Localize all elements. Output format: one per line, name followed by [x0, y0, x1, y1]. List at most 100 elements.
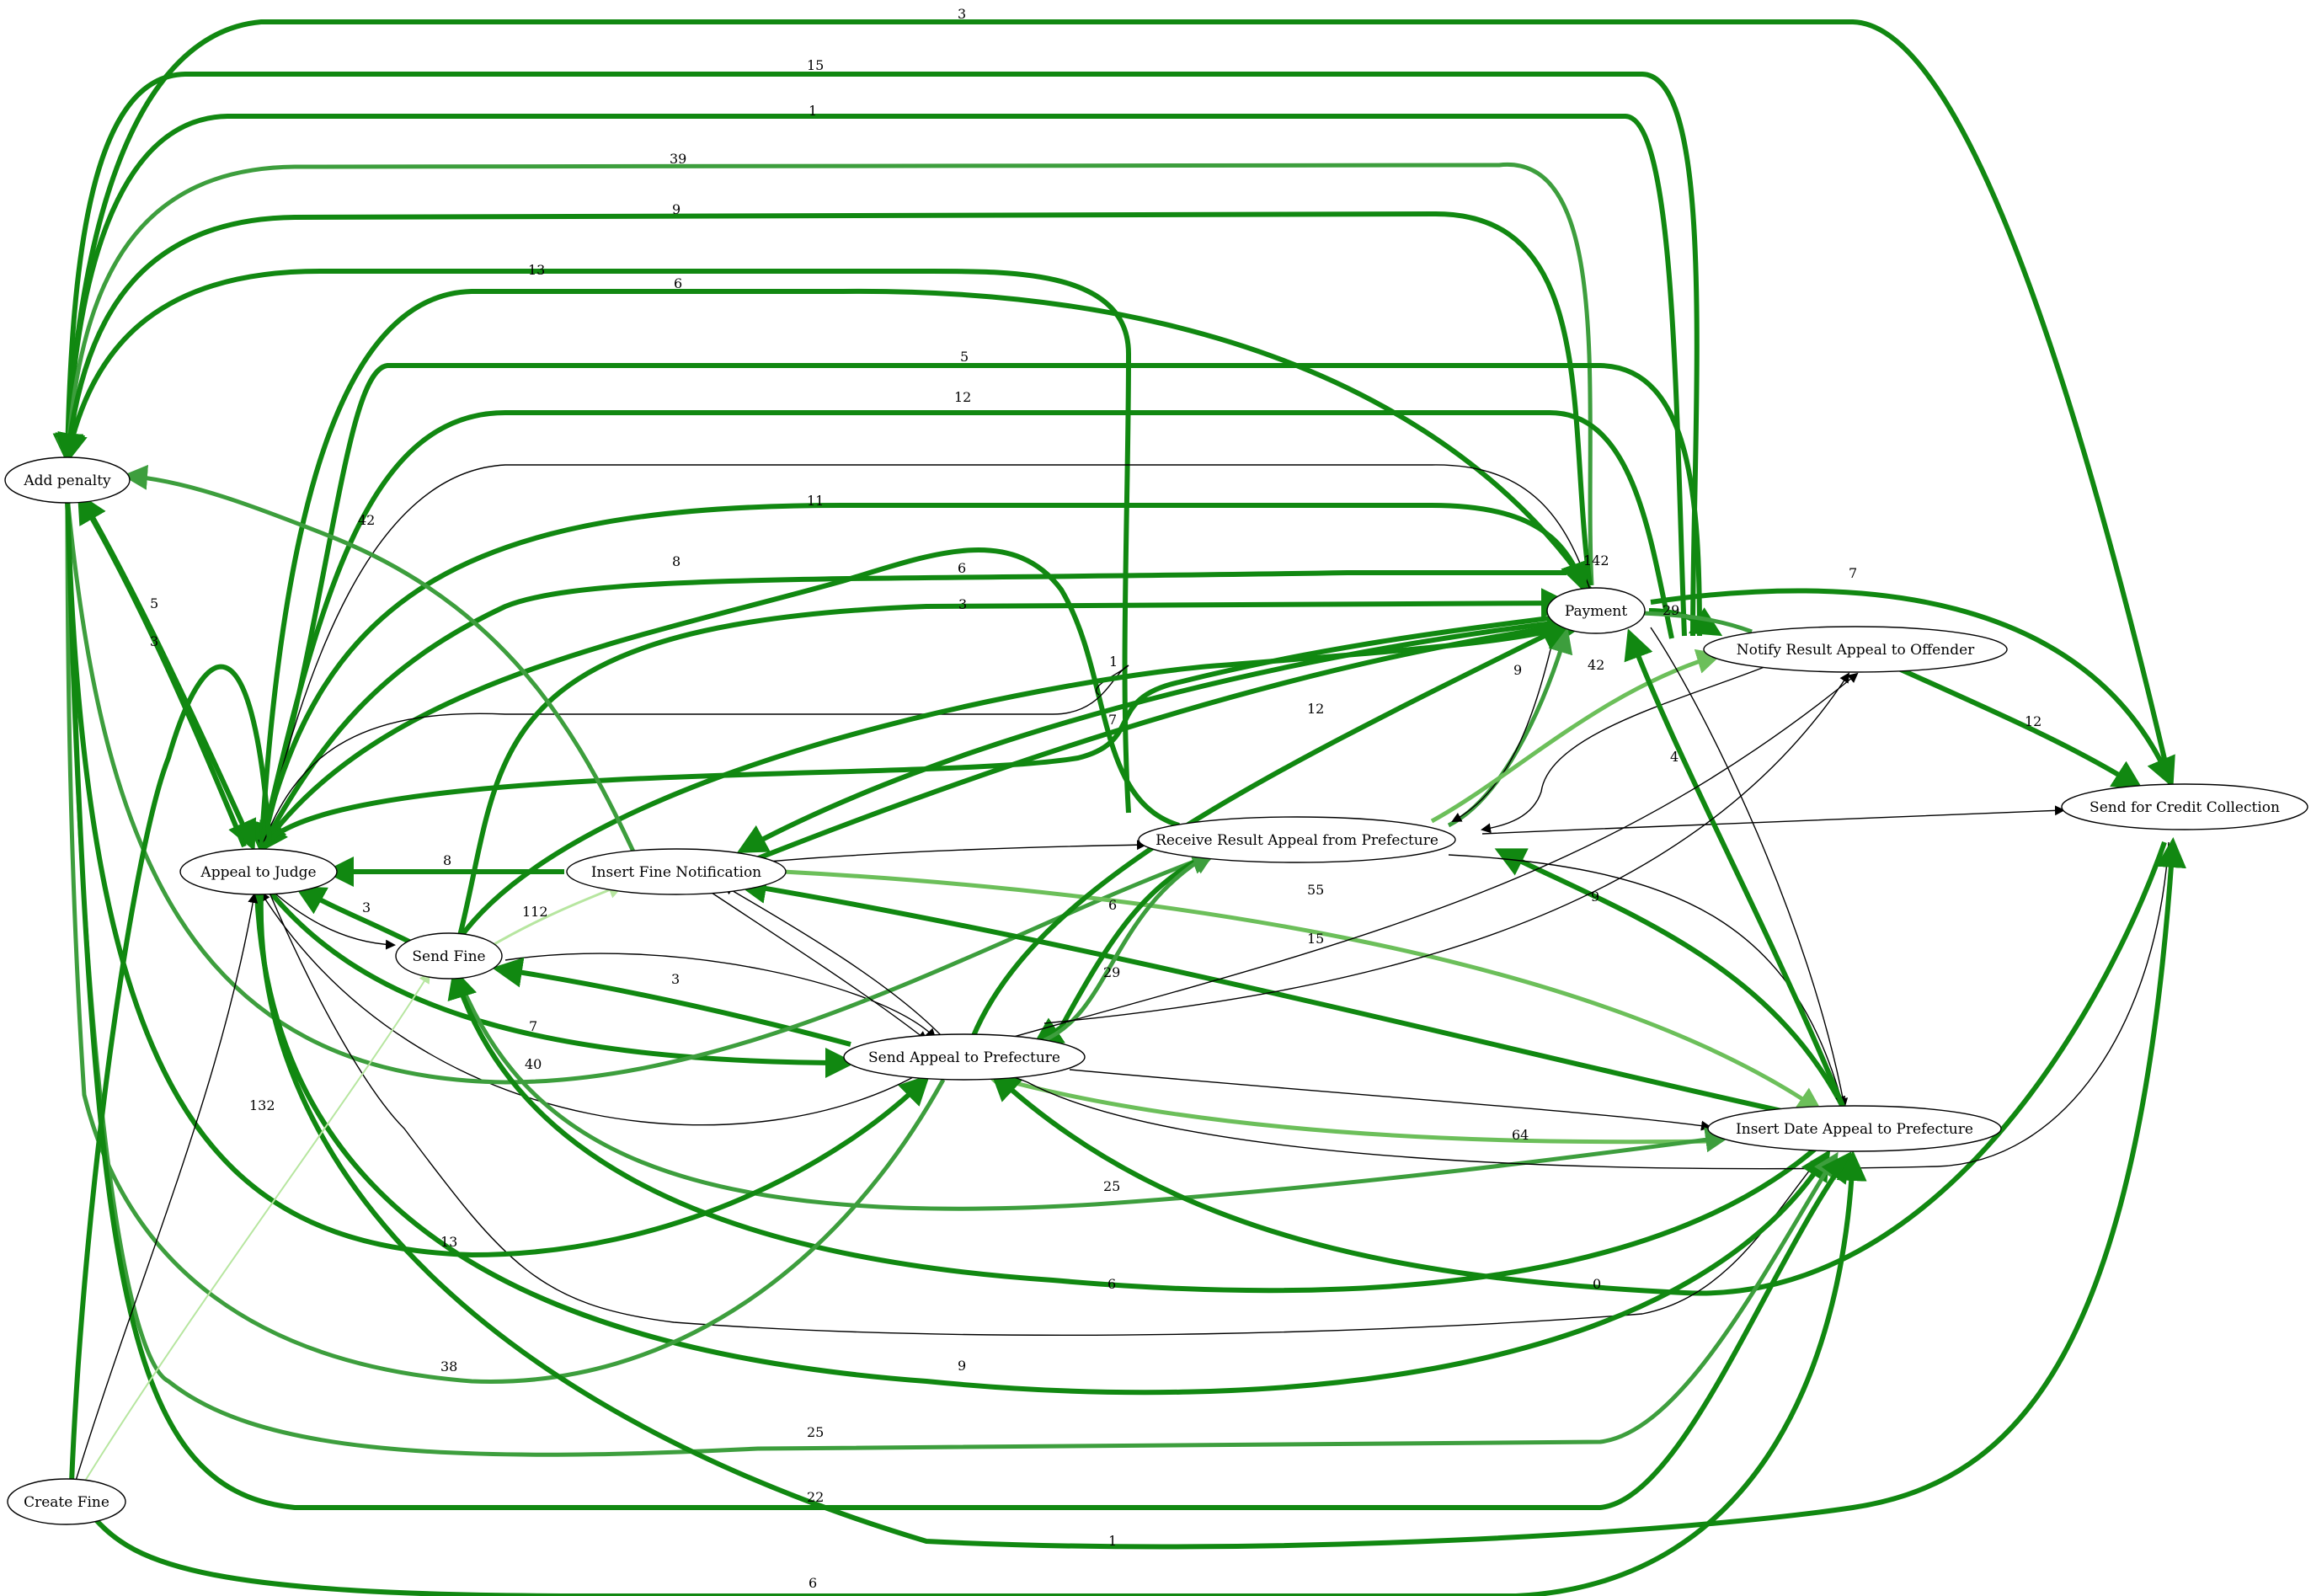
node-shape: [2061, 783, 2308, 830]
edge-receive-credit-thin: [1481, 805, 2065, 835]
nodes: Add penalty Appeal to Judge Send Fine In…: [4, 456, 2308, 1525]
edge-label: 6: [809, 1575, 817, 1591]
edge-appeal-sendappeal-7: [267, 889, 856, 1078]
edges: [52, 19, 2186, 1596]
edge-sendappeal-notif-thin-b: [723, 884, 944, 1038]
edge-sendappeal-notify-thin-2: [1010, 672, 1859, 1038]
edge-appeal-credit-1: [258, 837, 2186, 1550]
edge-addpenalty-receive-40: [65, 496, 1217, 1085]
node-label: Receive Result Appeal from Prefecture: [1156, 832, 1438, 849]
edge-label: 55: [1307, 882, 1324, 898]
edge-payment-insertdate-thin: [1650, 627, 1849, 1108]
node-shape: [1546, 587, 1646, 634]
edge-label: 132: [249, 1097, 275, 1113]
node-shape: [843, 1033, 1086, 1081]
node-shape: [4, 456, 131, 504]
node-insert-date-appeal[interactable]: Insert Date Appeal to Prefecture: [1707, 1105, 2002, 1152]
edge-label: 4: [1670, 749, 1679, 765]
edge-sendfine-insertdate-25: [452, 968, 1731, 1211]
edge-notif-payment-7: [744, 611, 1588, 866]
node-receive-result-appeal[interactable]: Receive Result Appeal from Prefecture: [1138, 816, 1456, 863]
node-send-credit-collection[interactable]: Send for Credit Collection: [2061, 783, 2308, 830]
edge-appeal-insertdate-9: [254, 892, 1831, 1396]
edge-sendfine-sendappeal-thin: [504, 953, 937, 1039]
edge-notify-payment-light: [1641, 611, 1753, 634]
edge-receive-insertdate-thin: [1448, 854, 1846, 1107]
edge-sendappeal-addpenalty-38: [65, 496, 946, 1384]
edge-payment-addpenalty-39: [56, 163, 1594, 586]
edge-label: 6: [958, 560, 966, 576]
node-shape: [179, 848, 338, 895]
edge-label: 9: [1591, 889, 1599, 905]
edge-appeal-payment-11: [259, 503, 1590, 850]
edge-sendappeal-appeal-thin: [259, 891, 927, 1126]
node-label: Appeal to Judge: [200, 864, 316, 881]
edge-label: 1: [809, 103, 817, 119]
edge-createfine-sendfine-132: [83, 971, 431, 1483]
edge-label: 3: [671, 971, 680, 987]
node-label: Send Appeal to Prefecture: [868, 1049, 1060, 1066]
edge-insertdate-receive-9: [1494, 848, 1847, 1112]
edge-addpenalty-sendappeal-13: [65, 496, 931, 1258]
edge-sendfine-payment-12: [456, 618, 1580, 941]
edge-label: 13: [528, 262, 545, 278]
edge-sendappeal-receive-29: [1043, 850, 1217, 1043]
edge-label: 9: [672, 201, 680, 217]
edge-appeal-sendfine-thin: [269, 888, 396, 950]
edge-label: 9: [958, 1358, 966, 1374]
edge-label: 12: [2025, 713, 2041, 729]
node-send-appeal-prefecture[interactable]: Send Appeal to Prefecture: [843, 1033, 1086, 1081]
edge-createfine-addpenalty-dark: [69, 664, 272, 1483]
node-label: Send for Credit Collection: [2090, 799, 2280, 816]
node-create-fine[interactable]: Create Fine: [7, 1478, 126, 1525]
node-label: Notify Result Appeal to Offender: [1737, 642, 1975, 659]
node-send-fine[interactable]: Send Fine: [395, 932, 503, 979]
node-payment[interactable]: Payment: [1546, 587, 1646, 634]
edge-sendfine-notif-112: [488, 881, 626, 949]
edge-label: 13: [440, 1234, 457, 1250]
edge-insertdate-payment-4: [1624, 628, 1847, 1112]
edge-label: 42: [358, 512, 375, 528]
edge-label: 39: [670, 151, 686, 167]
edge-payment-appeal-8: [259, 570, 1566, 854]
edge-label: 7: [529, 1018, 537, 1034]
edge-label: 6: [1108, 897, 1117, 913]
edge-credit-appeal-thin: [926, 841, 2170, 1170]
edge-label: 29: [1663, 602, 1679, 618]
node-label: Add penalty: [23, 472, 111, 489]
edge-createfine-insertdate-6: [90, 1150, 1867, 1596]
edge-appeal-insertdate-thin: [269, 892, 1821, 1336]
edge-notif-sendappeal-thin-a: [698, 883, 928, 1042]
edge-label: 22: [807, 1489, 824, 1505]
edge-payment-addpenalty-9: [55, 211, 1593, 586]
node-appeal-to-judge[interactable]: Appeal to Judge: [179, 848, 338, 895]
edge-label: 42: [1588, 657, 1604, 673]
node-insert-fine-notification[interactable]: Insert Fine Notification: [566, 848, 787, 895]
edge-appeal-addpenalty-3: [77, 492, 247, 848]
edge-label: 6: [1107, 1276, 1116, 1292]
edge-label: 15: [807, 57, 824, 73]
node-label: Send Fine: [412, 948, 485, 965]
edge-label: 11: [807, 493, 824, 509]
edge-appeal-thin-loop: [260, 665, 1129, 850]
edge-insertdate-notif-15: [736, 873, 1786, 1114]
node-shape: [7, 1478, 126, 1525]
edge-label: 9: [1513, 662, 1522, 678]
edge-sendappeal-insertdate-thin: [1069, 1069, 1711, 1131]
edge-notify-addpenalty-15: [52, 72, 1700, 637]
node-shape: [1138, 816, 1456, 863]
node-add-penalty[interactable]: Add penalty: [4, 456, 131, 504]
edge-insertdate-sendfine-6: [447, 968, 1821, 1294]
edge-credit-sendappeal-0: [990, 841, 2167, 1296]
node-notify-result-appeal[interactable]: Notify Result Appeal to Offender: [1703, 626, 2008, 673]
edge-notify-receive-thin: [1481, 665, 1769, 834]
edge-label: 3: [362, 899, 371, 915]
edge-sendappeal-sendfine-3: [492, 957, 851, 1047]
edge-receive-sendappeal-6: [1032, 850, 1214, 1048]
node-label: Insert Date Appeal to Prefecture: [1736, 1121, 1973, 1138]
edge-label: 3: [150, 633, 158, 649]
node-label: Payment: [1565, 603, 1628, 620]
node-shape: [1703, 626, 2008, 673]
edge-label: 5: [150, 595, 158, 611]
node-shape: [1707, 1105, 2002, 1152]
